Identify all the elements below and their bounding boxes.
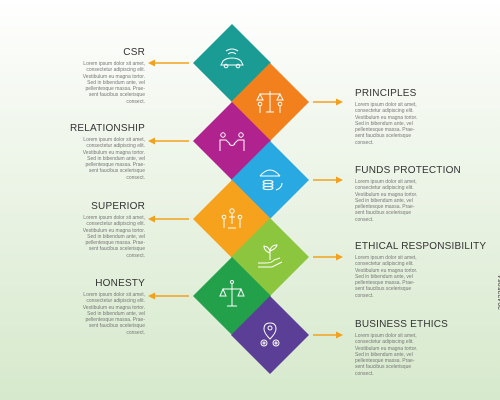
arrow-4 bbox=[313, 176, 343, 184]
arrow-6 bbox=[313, 253, 343, 261]
heading-ethical-responsibility: ETHICAL RESPONSIBILITY bbox=[355, 241, 487, 252]
arrow-8 bbox=[313, 331, 343, 339]
coin-umbrella-icon bbox=[259, 169, 283, 191]
diamond-shape bbox=[231, 296, 309, 374]
heading-principles: PRINCIPLES bbox=[355, 88, 417, 99]
diamond-8 bbox=[231, 296, 309, 374]
location-gears-icon bbox=[260, 322, 280, 347]
body-text-honesty: Lorem ipsum dolor sit amet,consectetur a… bbox=[82, 292, 145, 336]
car-key-icon bbox=[220, 48, 244, 69]
heading-funds-protection: FUNDS PROTECTION bbox=[355, 165, 461, 176]
arrow-1 bbox=[148, 59, 189, 67]
people-group-icon bbox=[221, 208, 243, 229]
body-text-superior: Lorem ipsum dolor sit amet,consectetur a… bbox=[82, 215, 145, 259]
body-text-business-ethics: Lorem ipsum dolor sit amet,consectetur a… bbox=[355, 333, 418, 377]
arrow-7 bbox=[148, 292, 189, 300]
heading-relationship: RELATIONSHIP bbox=[69, 123, 145, 134]
body-text-ethical-responsibility: Lorem ipsum dolor sit amet,consectetur a… bbox=[355, 255, 418, 299]
body-text-relationship: Lorem ipsum dolor sit amet,consectetur a… bbox=[82, 137, 145, 181]
arrow-5 bbox=[148, 215, 189, 223]
heading-superior: SUPERIOR bbox=[91, 201, 145, 212]
handshake-people-icon bbox=[219, 132, 245, 151]
body-text-csr: Lorem ipsum dolor sit amet,consectetur a… bbox=[82, 61, 145, 105]
balance-scale-people-icon bbox=[256, 91, 284, 113]
arrow-2 bbox=[313, 98, 343, 106]
scale-person-icon bbox=[219, 280, 245, 307]
body-text-funds-protection: Lorem ipsum dolor sit amet,consectetur a… bbox=[355, 179, 418, 223]
body-text-principles: Lorem ipsum dolor sit amet,consectetur a… bbox=[355, 102, 418, 146]
hand-plant-icon bbox=[258, 244, 283, 268]
heading-business-ethics: BUSINESS ETHICS bbox=[355, 319, 449, 330]
arrow-3 bbox=[148, 137, 189, 145]
heading-honesty: HONESTY bbox=[95, 278, 145, 289]
heading-csr: CSR bbox=[123, 47, 145, 58]
